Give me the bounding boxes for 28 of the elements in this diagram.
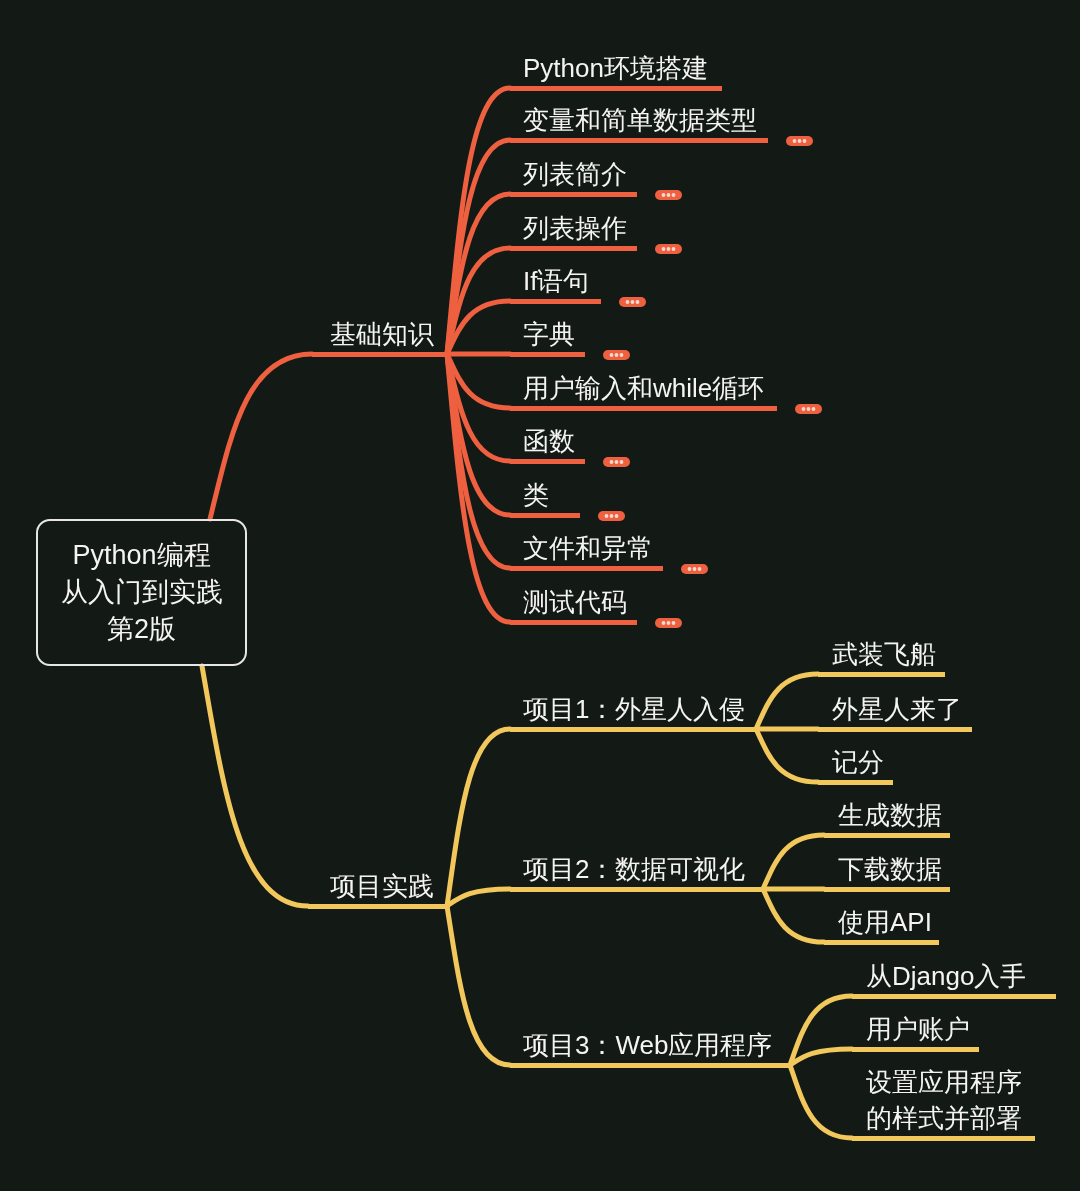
topic-label: 文件和异常 (510, 529, 663, 571)
topic-label: 武装飞船 (818, 635, 945, 677)
topic-label: 列表简介 (510, 155, 637, 197)
topic-label: 用户账户 (852, 1010, 979, 1052)
branch-line (199, 663, 311, 909)
topic-label: 字典 (510, 315, 585, 357)
topic-label: If语句 (510, 262, 601, 304)
topic-label: 类 (510, 476, 580, 518)
topic-label: 用户输入和while循环 (510, 369, 777, 411)
topic-label: 下载数据 (824, 850, 950, 892)
topic-label: 测试代码 (510, 583, 637, 625)
topic-label: 外星人来了 (818, 690, 972, 732)
topic-label: 变量和简单数据类型 (510, 101, 768, 143)
topic-label: 基础知识 (312, 315, 447, 357)
topic-label: 使用API (824, 903, 939, 945)
topic-label: 函数 (510, 422, 585, 464)
topic-label: 生成数据 (824, 796, 950, 838)
topic-label: 项目3：Web应用程序 (510, 1026, 790, 1068)
root-topic-box: Python编程从入门到实践第2版 (36, 519, 247, 666)
topic-label: 列表操作 (510, 209, 637, 251)
topic-label: 项目实践 (308, 867, 447, 909)
branch-line (207, 351, 315, 522)
topic-label: Python环境搭建 (510, 49, 722, 91)
topic-label: 项目1：外星人入侵 (510, 690, 756, 732)
topic-label: 从Django入手 (852, 957, 1056, 999)
topic-label: 记分 (818, 743, 893, 785)
topic-label: 项目2：数据可视化 (510, 850, 763, 892)
topic-label: 设置应用程序的样式并部署 (852, 1063, 1035, 1141)
